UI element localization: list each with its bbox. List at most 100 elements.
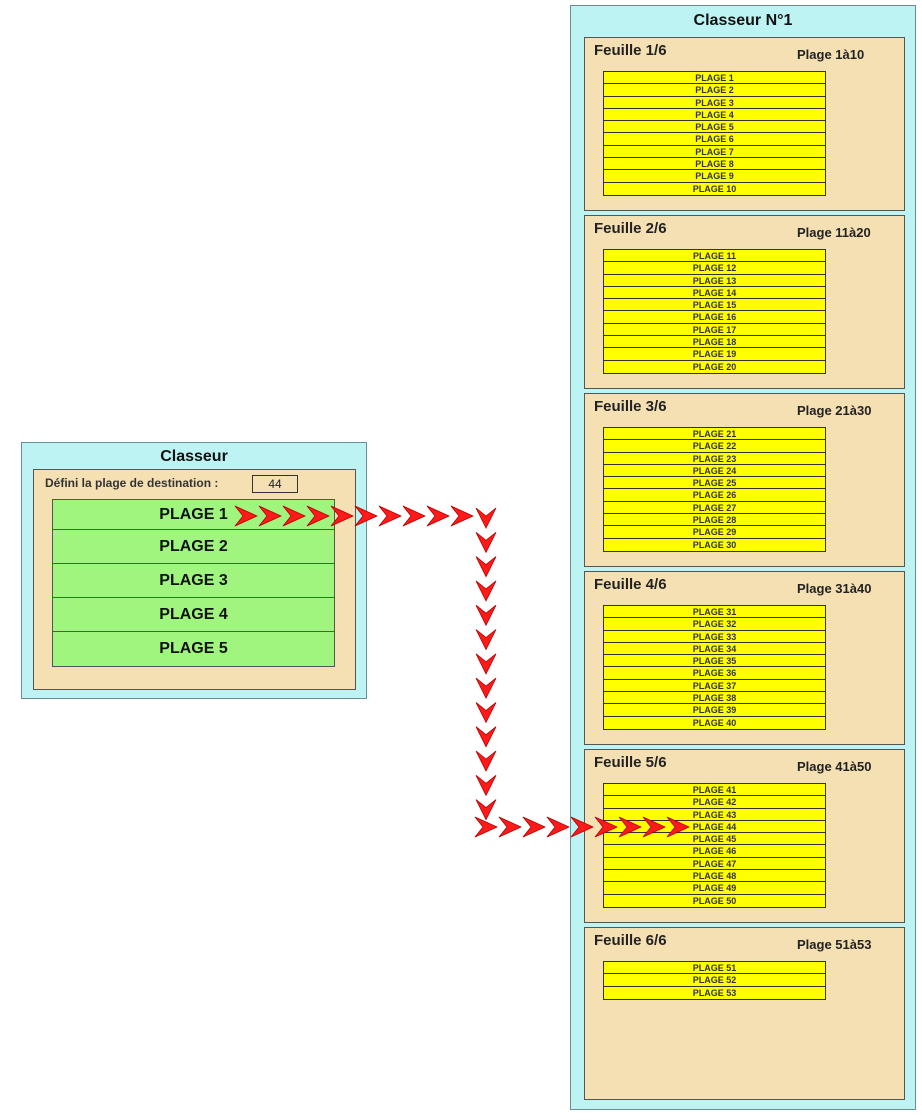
range-item[interactable]: PLAGE 21 xyxy=(604,428,825,441)
arrow-chevron-down xyxy=(475,774,497,797)
range-item[interactable]: PLAGE 9 xyxy=(604,170,825,183)
range-item[interactable]: PLAGE 5 xyxy=(604,121,825,134)
range-item[interactable]: PLAGE 7 xyxy=(604,146,825,159)
range-item[interactable]: PLAGE 4 xyxy=(604,109,825,122)
sheet-range-label: Plage 1à10 xyxy=(797,47,865,62)
arrow-chevron-right xyxy=(282,505,306,527)
source-range-item[interactable]: PLAGE 5 xyxy=(159,640,228,657)
range-item[interactable]: PLAGE 38 xyxy=(604,692,825,705)
arrow-chevron-right xyxy=(258,505,282,527)
range-item[interactable]: PLAGE 10 xyxy=(692,183,737,194)
range-item[interactable]: PLAGE 41 xyxy=(604,784,825,797)
range-item[interactable]: PLAGE 36 xyxy=(604,667,825,680)
range-item[interactable]: PLAGE 6 xyxy=(604,133,825,146)
range-item[interactable]: PLAGE 18 xyxy=(604,336,825,349)
arrow-chevron-right xyxy=(378,505,402,527)
range-item[interactable]: PLAGE 52 xyxy=(604,974,825,987)
range-item[interactable]: PLAGE 33 xyxy=(604,631,825,643)
range-item[interactable]: PLAGE 8 xyxy=(604,158,825,171)
arrow-chevron-right xyxy=(306,505,330,527)
arrow-chevron-right xyxy=(330,505,354,527)
arrow-chevron-down xyxy=(475,726,497,748)
sheet-title: Feuille 1/6 xyxy=(594,42,667,59)
sheet-title: Feuille 4/6 xyxy=(594,576,667,593)
range-item[interactable]: PLAGE 16 xyxy=(604,311,825,324)
range-item[interactable]: PLAGE 48 xyxy=(604,870,825,883)
sheet-range-label: Plage 31à40 xyxy=(797,581,872,596)
range-item[interactable]: PLAGE 32 xyxy=(604,618,825,631)
range-item[interactable]: PLAGE 40 xyxy=(692,717,737,728)
range-item[interactable]: PLAGE 47 xyxy=(604,858,825,871)
source-range-item[interactable]: PLAGE 1 xyxy=(53,500,334,530)
range-item[interactable]: PLAGE 29 xyxy=(604,526,825,539)
arrow-chevron-down xyxy=(475,799,497,821)
source-workbook-title: Classeur xyxy=(160,448,228,465)
arrow-chevron-right xyxy=(618,816,642,838)
range-item[interactable]: PLAGE 22 xyxy=(604,440,825,453)
sheet-range-label: Plage 51à53 xyxy=(797,937,872,952)
range-item[interactable]: PLAGE 34 xyxy=(604,643,825,656)
source-range-item[interactable]: PLAGE 2 xyxy=(53,530,334,564)
arrow-chevron-right xyxy=(234,505,258,527)
source-workbook-panel: Classeur Défini la plage de destination … xyxy=(21,442,367,699)
sheet-title: Feuille 3/6 xyxy=(594,398,667,415)
range-item[interactable]: PLAGE 12 xyxy=(604,262,825,275)
arrow-chevron-down xyxy=(475,507,497,529)
range-item[interactable]: PLAGE 25 xyxy=(604,477,825,490)
range-item[interactable]: PLAGE 28 xyxy=(604,514,825,527)
arrow-chevron-right xyxy=(594,816,618,838)
range-item[interactable]: PLAGE 23 xyxy=(604,453,825,465)
range-item[interactable]: PLAGE 30 xyxy=(692,539,737,550)
arrow-chevron-down xyxy=(475,702,497,724)
arrow-chevron-down xyxy=(475,677,497,699)
range-item[interactable]: PLAGE 13 xyxy=(604,275,825,287)
arrow-chevron-right xyxy=(498,816,522,838)
arrow-chevron-right xyxy=(450,505,474,527)
range-item[interactable]: PLAGE 45 xyxy=(604,833,825,846)
range-item[interactable]: PLAGE 46 xyxy=(604,845,825,858)
range-item[interactable]: PLAGE 1 xyxy=(604,72,825,85)
range-item[interactable]: PLAGE 51 xyxy=(604,962,825,975)
arrow-chevron-down xyxy=(475,604,497,627)
range-item[interactable]: PLAGE 2 xyxy=(604,84,825,97)
range-item[interactable]: PLAGE 26 xyxy=(604,489,825,502)
range-item[interactable]: PLAGE 50 xyxy=(692,895,737,906)
range-item[interactable]: PLAGE 39 xyxy=(604,704,825,717)
source-range-item[interactable]: PLAGE 4 xyxy=(53,598,334,632)
range-item[interactable]: PLAGE 42 xyxy=(604,796,825,809)
sheet-range-label: Plage 41à50 xyxy=(797,759,872,774)
range-item[interactable]: PLAGE 11 xyxy=(604,250,825,263)
range-item[interactable]: PLAGE 49 xyxy=(604,882,825,895)
range-item[interactable]: PLAGE 43 xyxy=(604,809,825,821)
sheet-title: Feuille 2/6 xyxy=(594,220,667,237)
source-range-item[interactable]: PLAGE 3 xyxy=(53,564,334,598)
range-item[interactable]: PLAGE 27 xyxy=(604,502,825,515)
range-item[interactable]: PLAGE 53 xyxy=(692,987,737,998)
range-item[interactable]: PLAGE 37 xyxy=(604,680,825,693)
destination-input[interactable]: 44 xyxy=(252,475,298,493)
range-item[interactable]: PLAGE 17 xyxy=(604,324,825,337)
range-item[interactable]: PLAGE 3 xyxy=(604,97,825,109)
range-item[interactable]: PLAGE 31 xyxy=(604,606,825,619)
arrow-chevron-right xyxy=(402,505,426,527)
arrow-chevron-down xyxy=(475,531,497,554)
range-item[interactable]: PLAGE 20 xyxy=(692,361,737,372)
range-item[interactable]: PLAGE 24 xyxy=(604,465,825,478)
arrow-chevron-down xyxy=(475,556,497,578)
range-item[interactable]: PLAGE 15 xyxy=(604,299,825,312)
range-item[interactable]: PLAGE 14 xyxy=(604,287,825,300)
range-item[interactable]: PLAGE 19 xyxy=(604,348,825,361)
arrow-chevron-right xyxy=(546,816,570,838)
range-item[interactable]: PLAGE 44 xyxy=(604,821,825,834)
arrow-chevron-right xyxy=(522,816,546,838)
range-item[interactable]: PLAGE 35 xyxy=(604,655,825,668)
